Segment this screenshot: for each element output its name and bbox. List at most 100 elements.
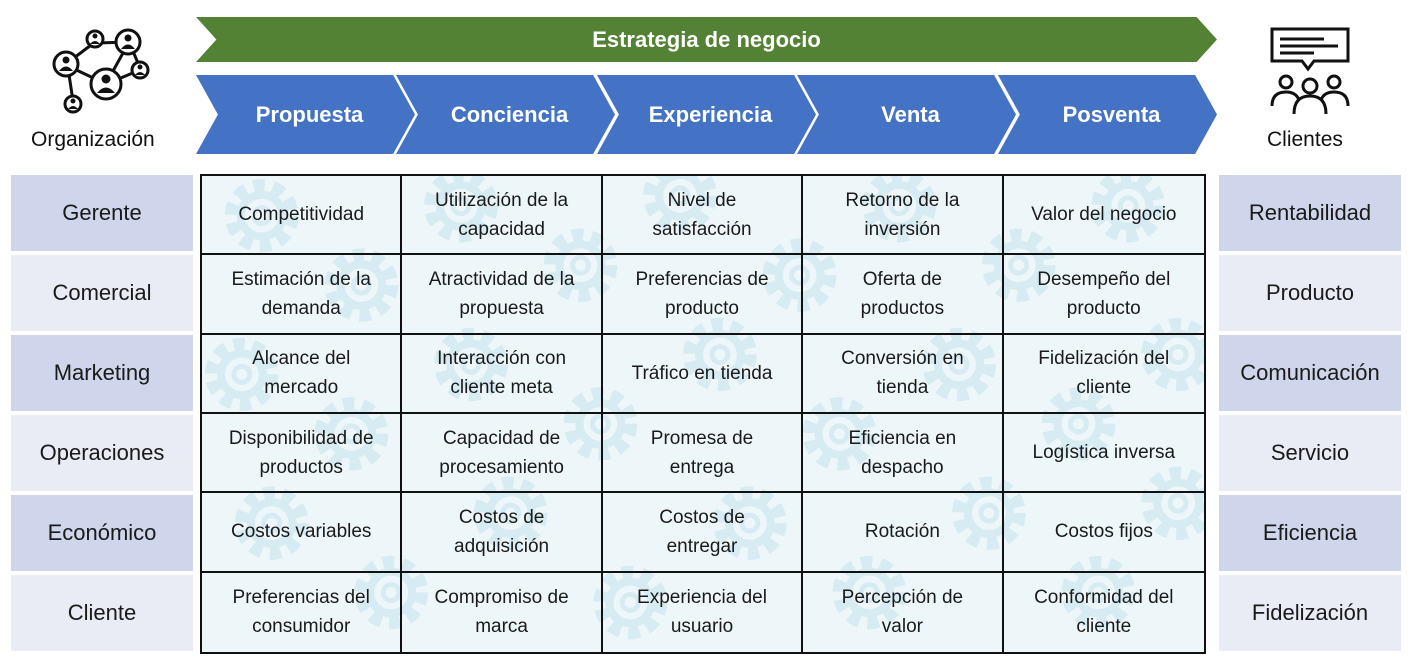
matrix-cell: Nivel de satisfacción	[602, 176, 804, 256]
stage-chevron-venta: Venta	[797, 75, 1016, 154]
matrix-cell: Valor del negocio	[1003, 176, 1204, 256]
outcome-cell: Producto	[1219, 255, 1401, 331]
cell-line: Tráfico en tienda	[631, 362, 773, 384]
matrix-cell: Promesa de entrega	[602, 414, 804, 494]
cell-line: propuesta	[459, 297, 544, 319]
strategy-label: Estrategia de negocio	[592, 26, 821, 52]
clients-label: Clientes	[1267, 128, 1343, 151]
cell-line: Utilización de la	[435, 189, 569, 211]
cell-line: Costos de	[458, 506, 545, 528]
cell-line: Interacción con	[437, 348, 567, 370]
cell-line: Fidelización del	[1038, 348, 1170, 370]
matrix-cell: Compromiso de marca	[402, 572, 603, 652]
cell-line: Experiencia del	[637, 587, 767, 609]
cell-line: productos	[259, 456, 343, 478]
cell-line: marca	[475, 616, 528, 638]
matrix-cell: Interacción con cliente meta	[402, 334, 603, 414]
matrix-cell: Capacidad de procesamiento	[402, 414, 603, 494]
cell-line: cliente meta	[450, 377, 553, 399]
cell-line: Costos variables	[230, 521, 372, 543]
cell-line: Nivel de	[667, 189, 737, 211]
matrix-cell: Costos variables	[202, 493, 403, 573]
stage-chevron-experiencia: Experiencia	[597, 75, 816, 154]
matrix-cell: Oferta de productos	[803, 255, 1004, 335]
matrix-cell: Experiencia del usuario	[603, 572, 804, 652]
matrix-cell: Disponibilidad de productos	[202, 414, 403, 494]
cell-line: Percepción de	[841, 587, 964, 609]
role-cell: Comercial	[11, 255, 193, 331]
matrix-cell: Rotación	[803, 493, 1004, 573]
cell-line: producto	[1066, 297, 1141, 319]
matrix-cell: Percepción de valor	[803, 572, 1004, 652]
matrix-cell: Fidelización del cliente	[1003, 335, 1204, 414]
cell-line: Eficiencia en	[848, 427, 957, 449]
cell-line: Compromiso de	[434, 587, 569, 609]
cell-line: procesamiento	[439, 456, 564, 478]
matrix-cell: Logística inversa	[1003, 414, 1204, 494]
cell-line: Capacidad de	[442, 427, 561, 449]
matrix-cell: Costos fijos	[1003, 493, 1204, 573]
role-cell: Marketing	[11, 335, 193, 411]
cell-line: Costos fijos	[1054, 521, 1153, 543]
cell-line: demanda	[261, 297, 341, 319]
matrix-cell: Atractividad de la propuesta	[402, 255, 603, 335]
organization-label: Organización	[31, 128, 155, 151]
cell-line: cliente	[1076, 616, 1132, 638]
kpi-matrix: Competitividad Utilización de la capacida…	[200, 174, 1206, 654]
cell-line: entrega	[669, 456, 735, 478]
matrix-cell: Competitividad	[202, 176, 403, 256]
cell-line: Competitividad	[238, 204, 365, 226]
strategy-banner: Estrategia de negocio	[196, 17, 1217, 62]
cell-line: capacidad	[458, 218, 545, 240]
cell-line: Conformidad del	[1034, 587, 1174, 609]
outcome-cell: Rentabilidad	[1219, 175, 1401, 251]
cell-line: Desempeño del	[1037, 268, 1171, 290]
outcome-cell: Fidelización	[1219, 575, 1401, 651]
cell-line: Oferta de	[862, 268, 942, 290]
cell-line: consumidor	[252, 616, 351, 638]
stage-chevron-conciencia: Conciencia	[396, 75, 615, 154]
cell-line: Disponibilidad de	[228, 427, 374, 449]
cell-line: productos	[860, 297, 945, 319]
stage-label: Venta	[881, 101, 940, 127]
cell-line: Promesa de	[650, 427, 754, 449]
cell-line: Conversión en	[841, 348, 964, 370]
stage-chevron-posventa: Posventa	[998, 75, 1217, 154]
cell-line: entregar	[666, 535, 738, 557]
cell-line: Preferencias del	[232, 587, 370, 609]
role-cell: Económico	[11, 495, 193, 571]
matrix-cell: Eficiencia en despacho	[803, 414, 1004, 494]
matrix-cell: Conformidad del cliente	[1004, 573, 1204, 652]
cell-line: adquisición	[454, 535, 550, 557]
cell-line: producto	[665, 297, 739, 319]
cell-line: despacho	[861, 456, 944, 478]
cell-line: valor	[881, 616, 923, 638]
audience-feedback-icon	[1270, 27, 1350, 115]
stage-label: Propuesta	[255, 101, 364, 127]
matrix-cell: Desempeño del producto	[1003, 255, 1204, 335]
matrix-cell: Utilización de la capacidad	[402, 176, 603, 256]
cell-line: satisfacción	[652, 218, 752, 240]
role-cell: Cliente	[11, 575, 193, 651]
cell-line: mercado	[264, 377, 339, 399]
stage-label: Experiencia	[648, 101, 773, 127]
stage-label: Conciencia	[450, 101, 569, 127]
matrix-cell: Costos de adquisición	[402, 493, 603, 573]
cell-line: Retorno de la	[845, 189, 960, 211]
stage-chevron-propuesta: Propuesta	[196, 75, 415, 154]
cell-line: Atractividad de la	[428, 268, 575, 290]
role-cell: Operaciones	[11, 415, 193, 491]
cell-line: usuario	[670, 616, 734, 638]
stage-label: Posventa	[1062, 101, 1161, 127]
matrix-cell: Preferencias del consumidor	[202, 572, 403, 652]
cell-line: Logística inversa	[1032, 442, 1176, 464]
cell-line: cliente	[1076, 377, 1132, 399]
cell-line: Rotación	[864, 521, 940, 543]
outcome-cell: Comunicación	[1219, 335, 1401, 411]
